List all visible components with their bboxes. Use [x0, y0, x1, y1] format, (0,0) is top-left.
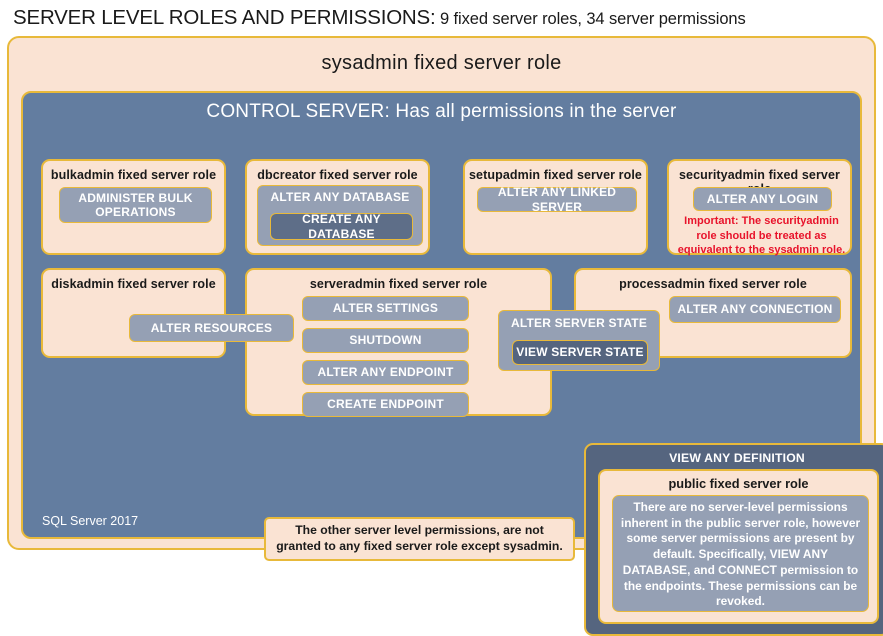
permission-alter-any-login[interactable]: ALTER ANY LOGIN [693, 187, 832, 211]
permission-shutdown[interactable]: SHUTDOWN [302, 328, 469, 353]
permission-view-any-definition-label: VIEW ANY DEFINITION [669, 451, 805, 465]
permission-create-endpoint[interactable]: CREATE ENDPOINT [302, 392, 469, 417]
permission-alter-any-linked-server[interactable]: ALTER ANY LINKED SERVER [477, 185, 637, 214]
role-title-serveradmin: serveradmin fixed server role [309, 277, 488, 291]
role-title-dbcreator: dbcreator fixed server role [257, 168, 418, 182]
role-card-public: public fixed server role There are no se… [598, 469, 879, 624]
permission-alter-any-connection[interactable]: ALTER ANY CONNECTION [669, 296, 841, 323]
role-title-diskadmin: diskadmin fixed server role [51, 277, 216, 291]
role-title-public: public fixed server role [668, 476, 809, 491]
control-server-panel: CONTROL SERVER: Has all permissions in t… [21, 91, 883, 636]
role-card-bulkadmin: bulkadmin fixed server role ADMINISTER B… [41, 159, 226, 255]
role-card-diskadmin: diskadmin fixed server role [41, 268, 226, 358]
role-title-setupadmin: setupadmin fixed server role [468, 168, 642, 182]
page-title-rest: 9 fixed server roles, 34 server permissi… [435, 10, 746, 28]
footer-version-label: SQL Server 2017 [42, 514, 139, 528]
role-card-securityadmin: securityadmin fixed server role ALTER AN… [667, 159, 852, 257]
permission-create-any-database[interactable]: CREATE ANY DATABASE [270, 212, 413, 241]
control-server-label: CONTROL SERVER: Has all permissions in t… [206, 101, 677, 122]
page-title: SERVER LEVEL ROLES AND PERMISSIONS: 9 fi… [13, 6, 873, 34]
permission-administer-bulk-operations[interactable]: ADMINISTER BULK OPERATIONS [59, 187, 212, 223]
permission-alter-any-database-label: ALTER ANY DATABASE [270, 190, 410, 204]
role-card-dbcreator: dbcreator fixed server role ALTER ANY DA… [245, 159, 430, 255]
public-role-description: There are no server-level permissions in… [612, 495, 869, 612]
other-permissions-note: The other server level permissions, are … [264, 517, 575, 561]
page-title-strong: SERVER LEVEL ROLES AND PERMISSIONS: [13, 6, 436, 29]
role-title-processadmin: processadmin fixed server role [619, 277, 807, 291]
sysadmin-role-panel: sysadmin fixed server role CONTROL SERVE… [7, 36, 883, 636]
permission-alter-settings[interactable]: ALTER SETTINGS [302, 296, 469, 321]
role-card-setupadmin: setupadmin fixed server role ALTER ANY L… [463, 159, 648, 255]
role-card-serveradmin: serveradmin fixed server role ALTER SETT… [245, 268, 552, 417]
permission-alter-resources[interactable]: ALTER RESOURCES [129, 314, 294, 342]
sysadmin-role-label: sysadmin fixed server role [321, 52, 562, 74]
permission-alter-any-endpoint[interactable]: ALTER ANY ENDPOINT [302, 360, 469, 385]
role-title-bulkadmin: bulkadmin fixed server role [50, 168, 217, 182]
permission-alter-server-state-label: ALTER SERVER STATE [510, 316, 648, 330]
securityadmin-warning-text: Important: The securityadmin role should… [677, 215, 846, 257]
view-any-definition-panel: VIEW ANY DEFINITION public fixed server … [584, 443, 883, 636]
permission-view-server-state[interactable]: VIEW SERVER STATE [512, 340, 648, 365]
